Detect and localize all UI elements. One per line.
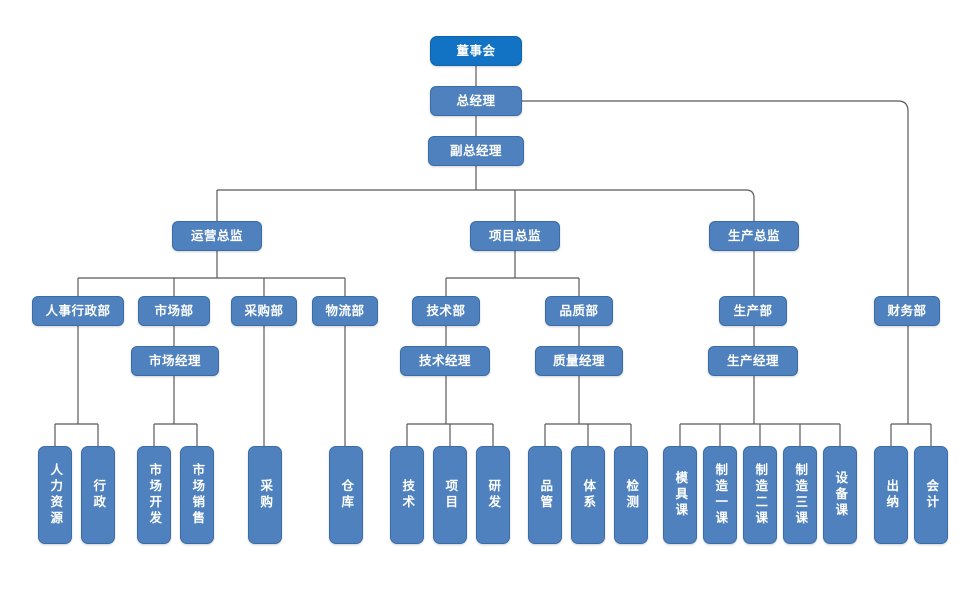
org-node-label: 技术 (400, 479, 416, 511)
connector-proj-bus (445, 251, 580, 296)
connector-fin-bus (890, 326, 932, 446)
org-node-label: 市场销售 (190, 463, 206, 527)
org-node-label: 仓库 (339, 479, 355, 511)
connector-mktmgr-bus (153, 376, 198, 446)
org-node-label: 质量经理 (552, 352, 605, 368)
connector-hr-bus (54, 326, 99, 446)
org-node-dgm[interactable]: 副总经理 (428, 136, 524, 166)
org-node-label: 物流部 (325, 302, 365, 318)
org-node-t_purchase[interactable]: 采购 (248, 446, 282, 544)
org-node-t_equip[interactable]: 设备课 (823, 446, 857, 544)
org-node-dept_qa[interactable]: 品质部 (545, 296, 613, 326)
org-node-label: 品管 (538, 479, 554, 511)
connector-techmgr-bus (406, 376, 494, 446)
org-node-label: 设备课 (833, 471, 849, 519)
org-node-dept_pur[interactable]: 采购部 (231, 296, 297, 326)
org-node-board[interactable]: 董事会 (430, 36, 522, 66)
org-node-gm[interactable]: 总经理 (430, 86, 522, 116)
org-node-label: 董事会 (456, 42, 496, 58)
org-node-t_inspect[interactable]: 检测 (614, 446, 648, 544)
org-node-label: 总经理 (456, 92, 496, 108)
org-node-label: 模具课 (673, 471, 689, 519)
connector-gm-to-finance (522, 100, 909, 296)
org-node-mgr_mkt[interactable]: 市场经理 (131, 346, 219, 376)
org-node-label: 项目总监 (488, 227, 541, 243)
org-node-dept_fin[interactable]: 财务部 (874, 296, 940, 326)
org-node-dir_ops[interactable]: 运营总监 (172, 221, 262, 251)
org-node-t_system[interactable]: 体系 (571, 446, 605, 544)
org-node-t_mfg2[interactable]: 制造二课 (743, 446, 777, 544)
org-node-t_hr[interactable]: 人力资源 (38, 446, 72, 544)
org-node-dept_mkt[interactable]: 市场部 (138, 296, 210, 326)
org-node-mgr_tech[interactable]: 技术经理 (400, 346, 490, 376)
connector-dgm-bus (216, 166, 755, 221)
org-node-t_warehouse[interactable]: 仓库 (329, 446, 363, 544)
org-node-label: 制造三课 (793, 463, 809, 527)
org-node-label: 市场经理 (148, 352, 201, 368)
org-node-label: 行政 (91, 479, 107, 511)
org-node-mgr_prod[interactable]: 生产经理 (708, 346, 798, 376)
org-node-label: 市场部 (154, 302, 194, 318)
org-node-t_tech[interactable]: 技术 (390, 446, 424, 544)
org-node-dept_tech[interactable]: 技术部 (412, 296, 480, 326)
org-node-label: 生产部 (733, 302, 773, 318)
org-node-label: 制造二课 (753, 463, 769, 527)
org-node-dept_prod[interactable]: 生产部 (719, 296, 787, 326)
org-node-label: 出纳 (884, 479, 900, 511)
org-node-t_mkt_sale[interactable]: 市场销售 (180, 446, 214, 544)
org-node-label: 技术经理 (418, 352, 471, 368)
org-node-dir_prod[interactable]: 生产总监 (709, 221, 799, 251)
org-node-label: 项目 (443, 479, 459, 511)
org-node-label: 副总经理 (449, 142, 502, 158)
connector-ops-bus (77, 251, 346, 296)
org-node-label: 生产总监 (727, 227, 780, 243)
org-node-t_mkt_dev[interactable]: 市场开发 (137, 446, 171, 544)
org-node-t_account[interactable]: 会计 (914, 446, 948, 544)
org-node-label: 财务部 (887, 302, 927, 318)
org-node-t_qc[interactable]: 品管 (528, 446, 562, 544)
org-node-dir_proj[interactable]: 项目总监 (470, 221, 560, 251)
org-node-dept_log[interactable]: 物流部 (312, 296, 378, 326)
org-node-label: 市场开发 (147, 463, 163, 527)
org-node-label: 研发 (486, 479, 502, 511)
org-node-label: 检测 (624, 479, 640, 511)
org-node-label: 采购 (258, 479, 274, 511)
connector-qualmgr-bus (544, 376, 632, 446)
connector-prodmgr-bus (679, 376, 841, 446)
org-node-t_mfg1[interactable]: 制造一课 (703, 446, 737, 544)
org-node-label: 体系 (581, 479, 597, 511)
org-node-t_project[interactable]: 项目 (433, 446, 467, 544)
org-node-mgr_qual[interactable]: 质量经理 (535, 346, 623, 376)
org-node-label: 品质部 (559, 302, 599, 318)
org-node-label: 制造一课 (713, 463, 729, 527)
org-node-label: 运营总监 (190, 227, 243, 243)
org-node-label: 生产经理 (726, 352, 779, 368)
org-node-dept_hr[interactable]: 人事行政部 (32, 296, 124, 326)
org-node-t_mold[interactable]: 模具课 (663, 446, 697, 544)
org-node-t_rnd[interactable]: 研发 (476, 446, 510, 544)
org-node-t_mfg3[interactable]: 制造三课 (783, 446, 817, 544)
org-node-label: 采购部 (244, 302, 284, 318)
org-node-label: 会计 (924, 479, 940, 511)
org-node-label: 人力资源 (48, 463, 64, 527)
org-node-label: 技术部 (426, 302, 466, 318)
org-node-label: 人事行政部 (45, 302, 111, 318)
org-node-t_admin[interactable]: 行政 (81, 446, 115, 544)
org-node-t_cashier[interactable]: 出纳 (874, 446, 908, 544)
